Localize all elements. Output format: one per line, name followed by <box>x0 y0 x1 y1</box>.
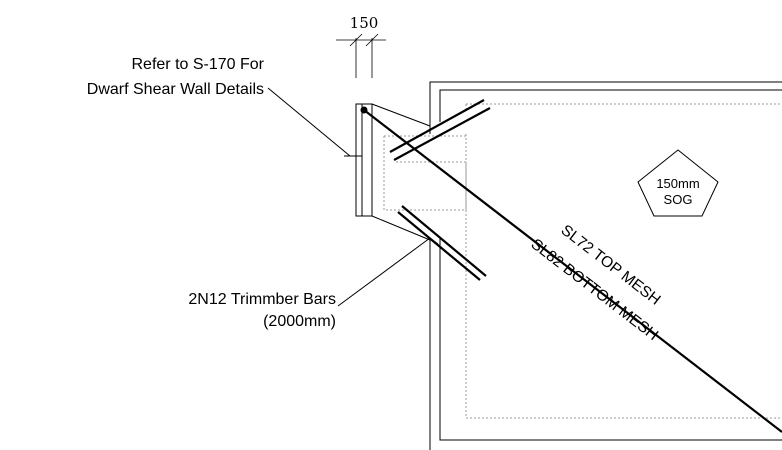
trimmer-bar-bottom <box>397 205 487 281</box>
trimmer-leader <box>337 237 439 307</box>
slab-outer-edge <box>429 81 782 450</box>
slab-inner-edge <box>439 89 782 441</box>
dashed-setout-line <box>465 103 782 419</box>
trimmer-note-line2: (2000mm) <box>263 313 336 330</box>
shear-wall-note-line1: Refer to S-170 For <box>132 56 265 73</box>
mesh-diagonal-line <box>363 109 782 433</box>
shear-wall-note-line2: Dwarf Shear Wall Details <box>87 81 264 98</box>
slab-tag: 150mm SOG <box>637 149 719 217</box>
shear-wall-leader <box>267 87 362 157</box>
slab-tag-line2: SOG <box>664 192 693 207</box>
trimmer-note-line1: 2N12 Trimmber Bars <box>188 291 336 308</box>
dwarf-shear-wall <box>355 103 467 244</box>
dimension-label: 150 <box>350 14 379 32</box>
slab-tag-line1: 150mm <box>656 176 699 191</box>
dimension-150: 150 <box>336 14 386 78</box>
